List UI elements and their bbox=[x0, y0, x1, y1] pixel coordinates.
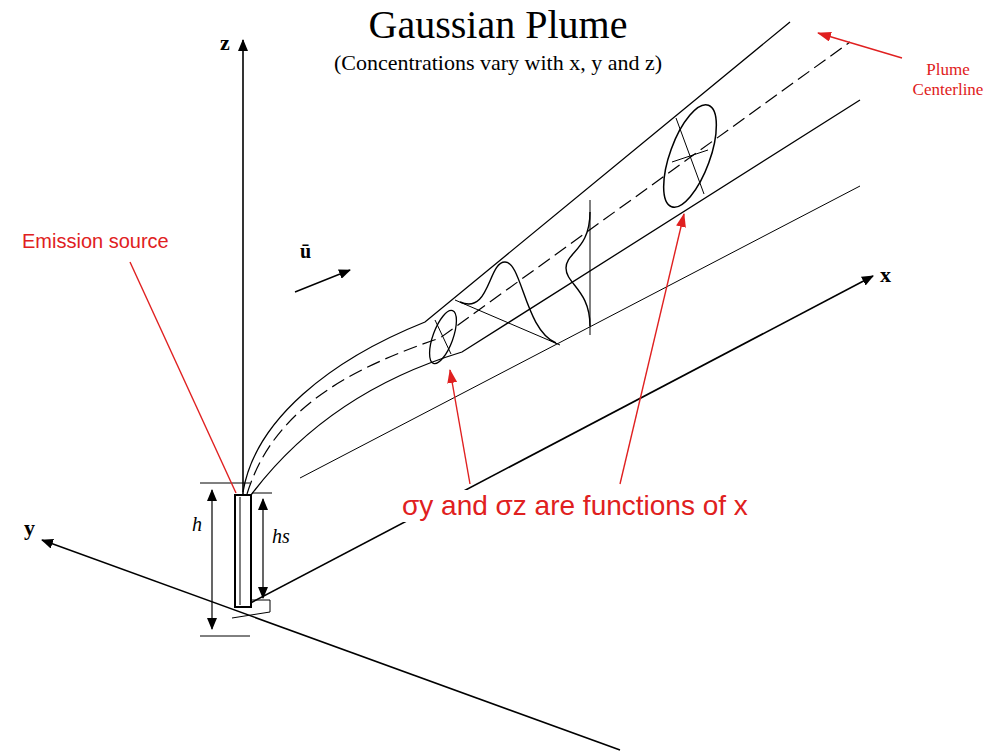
sigma-leader bbox=[620, 214, 684, 484]
y-axis bbox=[42, 540, 620, 750]
profile-baseline bbox=[455, 300, 560, 345]
axis-label: y bbox=[24, 515, 35, 540]
plume-centerline bbox=[247, 42, 850, 494]
x-axis bbox=[243, 276, 873, 607]
wind-arrow bbox=[295, 270, 350, 292]
h-tick bbox=[200, 483, 250, 484]
h-tick bbox=[200, 636, 250, 637]
cross-hair bbox=[435, 320, 451, 354]
gaussian-profile bbox=[460, 262, 556, 343]
h-dimension bbox=[211, 490, 212, 629]
axis-label: z bbox=[220, 30, 230, 55]
sigma-leader bbox=[450, 370, 470, 484]
stack-base bbox=[232, 600, 270, 618]
source-leader bbox=[130, 262, 236, 493]
dimension-label: hs bbox=[270, 525, 292, 548]
callout-label: Plume Centerline bbox=[904, 60, 992, 99]
hs-tick bbox=[252, 493, 272, 494]
plume-upper-edge bbox=[243, 22, 790, 492]
wind-label: ū bbox=[298, 240, 313, 263]
axis-label: x bbox=[880, 262, 891, 287]
centerline-leader bbox=[818, 33, 902, 58]
hs-dimension bbox=[262, 499, 263, 598]
dimension-label: h bbox=[190, 513, 204, 536]
subtitle: (Concentrations vary with x, y and z) bbox=[334, 50, 662, 75]
ground-line bbox=[300, 186, 860, 478]
gaussian-profile bbox=[566, 212, 590, 326]
large-cross-section bbox=[653, 98, 728, 213]
callout-label: σy and σz are functions of x bbox=[400, 490, 750, 522]
small-cross-section bbox=[424, 307, 462, 366]
plume-lower-edge bbox=[251, 100, 860, 495]
stack-shade bbox=[240, 497, 241, 605]
callout-label: Emission source bbox=[22, 230, 169, 253]
diagram-title: Gaussian Plume bbox=[369, 2, 628, 48]
cross-hair bbox=[672, 150, 708, 162]
stack bbox=[235, 495, 251, 607]
